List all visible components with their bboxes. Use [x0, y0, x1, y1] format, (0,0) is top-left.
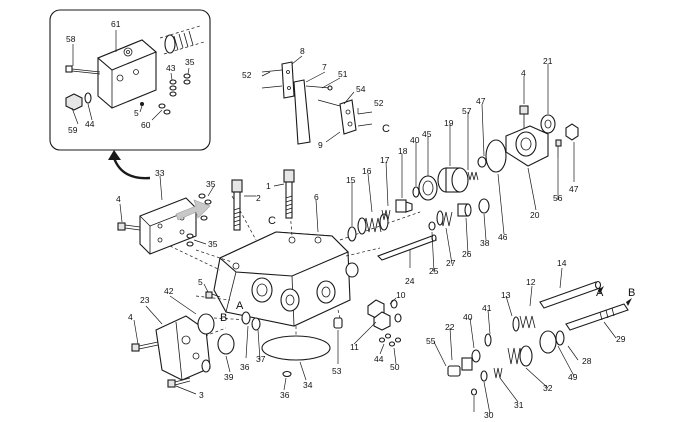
callout-6: 6: [314, 192, 319, 202]
callout-58: 58: [66, 34, 76, 44]
inset-detail: [49, 9, 211, 151]
callout-29: 29: [616, 334, 626, 344]
callout-40: 40: [463, 312, 473, 322]
callout-54: 54: [356, 84, 366, 94]
label-b-right: B: [628, 287, 635, 299]
callout-7: 7: [322, 62, 327, 72]
callout-42: 42: [164, 286, 174, 296]
callout-44: 44: [85, 119, 95, 129]
callout-43: 43: [166, 63, 176, 73]
callout-36: 36: [280, 390, 290, 400]
callout-33: 33: [155, 168, 165, 178]
callout-20: 20: [530, 210, 540, 220]
inset-bolt: [65, 65, 101, 75]
callout-17: 17: [380, 155, 390, 165]
callout-53: 53: [332, 366, 342, 376]
callout-32: 32: [543, 383, 553, 393]
callout-45: 45: [422, 129, 432, 139]
callout-37: 37: [256, 354, 266, 364]
callout-25: 25: [429, 266, 439, 276]
callout-28: 28: [582, 356, 592, 366]
end-cover: [131, 291, 261, 388]
callout-44: 44: [374, 354, 384, 364]
lower-spool-train: [447, 280, 632, 396]
callout-12: 12: [526, 277, 536, 287]
label-c-linkage: C: [382, 123, 390, 135]
callout-numbers: 61 58 43 35 5 60 59 44 8 52 7 51 54 52 9…: [66, 19, 626, 420]
callout-5: 5: [198, 277, 203, 287]
inset-plug: [65, 92, 92, 111]
callout-55: 55: [426, 336, 436, 346]
callout-41: 41: [482, 303, 492, 313]
callout-4: 4: [521, 68, 526, 78]
callout-10: 10: [396, 290, 406, 300]
callout-8: 8: [300, 46, 305, 56]
callout-2: 2: [256, 193, 261, 203]
callout-15: 15: [346, 175, 356, 185]
callout-5: 5: [134, 108, 139, 118]
callout-47: 47: [569, 184, 579, 194]
callout-56: 56: [553, 193, 563, 203]
callout-26: 26: [462, 249, 472, 259]
callout-52: 52: [374, 98, 384, 108]
bearing-block: [505, 105, 579, 167]
callout-27: 27: [446, 258, 456, 268]
callout-50: 50: [390, 362, 400, 372]
callout-61: 61: [111, 19, 121, 29]
callout-16: 16: [362, 166, 372, 176]
callout-39: 39: [224, 372, 234, 382]
callout-19: 19: [444, 118, 454, 128]
label-a-left: A: [236, 300, 244, 312]
callout-36: 36: [240, 362, 250, 372]
housing-small-parts: [333, 299, 402, 347]
upper-spool-train: [347, 139, 507, 261]
inset-cylinder: [159, 25, 205, 55]
linkage-assembly: [261, 55, 373, 145]
callout-18: 18: [398, 146, 408, 156]
callout-9: 9: [318, 140, 323, 150]
callout-4: 4: [128, 312, 133, 322]
label-b-left: B: [220, 312, 227, 324]
inset-valve-block: [96, 39, 158, 109]
callout-35: 35: [208, 239, 218, 249]
label-c-housing: C: [268, 215, 276, 227]
callout-4: 4: [116, 194, 121, 204]
callout-47: 47: [476, 96, 486, 106]
callout-51: 51: [338, 69, 348, 79]
callout-40: 40: [410, 135, 420, 145]
callout-57: 57: [462, 106, 472, 116]
callout-49: 49: [568, 372, 578, 382]
label-a-right: A: [596, 287, 604, 299]
callout-22: 22: [445, 322, 455, 332]
callout-13: 13: [501, 290, 511, 300]
callout-3: 3: [199, 390, 204, 400]
callout-35: 35: [206, 179, 216, 189]
callout-31: 31: [514, 400, 524, 410]
callout-60: 60: [141, 120, 151, 130]
callout-52: 52: [242, 70, 252, 80]
callout-35: 35: [185, 57, 195, 67]
callout-34: 34: [303, 380, 313, 390]
callout-24: 24: [405, 276, 415, 286]
inset-arrow: [108, 150, 151, 180]
callout-11: 11: [350, 342, 359, 352]
callout-46: 46: [498, 232, 508, 242]
callout-59: 59: [68, 125, 78, 135]
callout-23: 23: [140, 295, 150, 305]
callout-1: 1: [266, 181, 271, 191]
cover-plate: [117, 193, 212, 255]
callout-21: 21: [543, 56, 553, 66]
inset-rings: [140, 73, 191, 115]
callout-30: 30: [484, 410, 494, 420]
pump-housing: [169, 195, 421, 378]
callout-14: 14: [557, 258, 567, 268]
housing-bolts: [231, 169, 295, 231]
callout-38: 38: [480, 238, 490, 248]
